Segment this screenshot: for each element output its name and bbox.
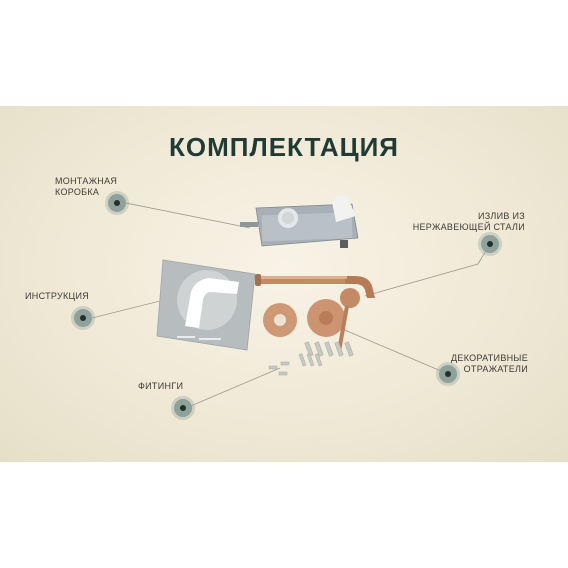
decorative-reflectors <box>263 288 360 350</box>
mounting-box <box>240 195 359 248</box>
marker-manual <box>74 309 92 327</box>
label-fittings: ФИТИНГИ <box>138 381 184 391</box>
label-mounting-box: МОНТАЖНАЯ КОРОБКА <box>55 176 118 197</box>
label-spout: ИЗЛИВ ИЗ НЕРЖАВЕЮЩЕЙ СТАЛИ <box>412 211 525 232</box>
page-title: КОМПЛЕКТАЦИЯ <box>169 132 399 162</box>
product-banner: КОМПЛЕКТАЦИЯ <box>0 106 568 462</box>
marker-reflectors <box>439 365 457 383</box>
label-manual: ИНСТРУКЦИЯ <box>25 291 90 301</box>
marker-mounting-box <box>108 194 126 212</box>
marker-fittings <box>174 399 192 417</box>
label-reflectors: ДЕКОРАТИВНЫЕ ОТРАЖАТЕЛИ <box>451 353 528 374</box>
stainless-spout <box>255 274 375 298</box>
fittings <box>268 341 354 376</box>
marker-spout <box>481 235 499 253</box>
instruction-manual <box>156 259 256 351</box>
